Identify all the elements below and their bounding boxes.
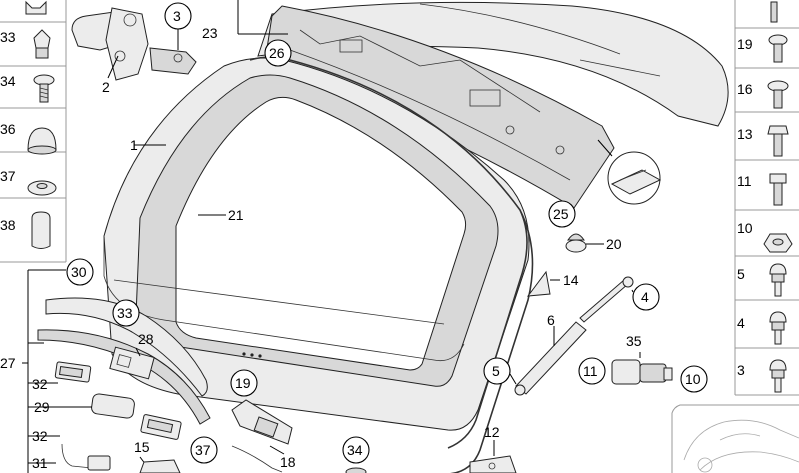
right-label-13: 13 [737, 126, 753, 142]
bowden-cable [231, 445, 283, 473]
svg-text:4: 4 [641, 289, 649, 305]
right-label-3: 3 [737, 362, 745, 378]
vehicle-thumbnail [671, 404, 799, 473]
nut-icon [763, 233, 793, 253]
right-label-19: 19 [737, 36, 753, 52]
callout-31: 31 [32, 455, 48, 471]
seal-detail [597, 139, 662, 205]
release-button [91, 393, 135, 419]
callout-29: 29 [34, 399, 50, 415]
callout-1: 1 [130, 137, 138, 153]
grommet-icon [27, 180, 57, 196]
callout-2: 2 [102, 79, 110, 95]
svg-text:3: 3 [173, 8, 181, 24]
svg-text:30: 30 [71, 264, 87, 280]
right-label-10: 10 [737, 220, 753, 236]
callout-circle-5: 5 [483, 357, 511, 385]
stud-icon [769, 263, 787, 297]
svg-text:11: 11 [583, 363, 598, 379]
callout-15: 15 [134, 439, 150, 455]
left-label-38: 38 [0, 217, 16, 233]
svg-text:26: 26 [269, 45, 285, 61]
callout-32b: 32 [32, 428, 48, 444]
callout-14: 14 [563, 272, 579, 288]
ball-socket [611, 359, 673, 385]
callout-32a: 32 [32, 376, 48, 392]
svg-text:33: 33 [117, 305, 133, 321]
lower-bracket [469, 455, 517, 473]
tailgate-frame [103, 57, 530, 431]
bolt-icon [767, 80, 789, 109]
bolt-icon [767, 125, 789, 157]
stud-icon [769, 359, 787, 393]
inner-trim-panel [263, 5, 615, 209]
bolt-icon [768, 34, 788, 63]
callout-circle-34: 34 [342, 436, 370, 464]
right-parts-column: 19 16 13 11 10 5 4 [734, 0, 799, 396]
callout-circle-37: 37 [190, 436, 218, 464]
right-label-4: 4 [737, 315, 745, 331]
stud-icon [769, 311, 787, 345]
wiring-connector [61, 443, 111, 471]
right-label-5: 5 [737, 266, 745, 282]
callout-23: 23 [202, 25, 218, 41]
right-label-16: 16 [737, 81, 753, 97]
callout-circle-10b: 10 [680, 365, 708, 393]
left-label-34: 34 [0, 73, 16, 89]
right-label-11: 11 [737, 173, 752, 189]
screw-icon [33, 74, 55, 103]
switch-part [139, 459, 181, 473]
svg-text:37: 37 [195, 442, 211, 458]
callout-27: 27 [0, 355, 16, 371]
svg-text:5: 5 [492, 363, 500, 379]
buffer-part [565, 233, 587, 253]
svg-text:34: 34 [347, 442, 363, 458]
callout-circle-26: 26 [264, 39, 292, 67]
callout-6: 6 [547, 312, 555, 328]
svg-text:25: 25 [553, 206, 569, 222]
callout-20: 20 [606, 236, 622, 252]
bolt-icon [769, 173, 787, 206]
callout-circle-33: 33 [112, 299, 140, 327]
svg-text:10: 10 [685, 371, 701, 387]
left-parts-column: 33 34 36 37 38 [0, 0, 67, 263]
plug-icon [31, 211, 51, 249]
callout-circle-25: 25 [548, 200, 576, 228]
callout-21: 21 [228, 207, 244, 223]
left-label-36: 36 [0, 121, 16, 137]
gas-strut [514, 276, 634, 396]
callout-35: 35 [626, 333, 642, 349]
hinge-assembly [71, 7, 197, 81]
plate-lamp-right [140, 414, 182, 440]
callout-circle-19: 19 [230, 369, 258, 397]
callout-18: 18 [280, 454, 296, 470]
callout-circle-11b: 11 [578, 357, 606, 385]
plate-lamp-left [54, 361, 92, 383]
callout-28: 28 [138, 331, 154, 347]
cap-icon [27, 127, 57, 155]
lock-actuator [231, 399, 293, 445]
callout-circle-30: 30 [66, 258, 94, 286]
clip-icon [33, 29, 51, 59]
callout-circle-3: 3 [164, 2, 192, 30]
left-label-33: 33 [0, 29, 16, 45]
svg-text:19: 19 [235, 375, 251, 391]
callout-circle-4: 4 [632, 283, 660, 311]
left-label-37: 37 [0, 168, 16, 184]
callout-12: 12 [484, 424, 500, 440]
cover-piece [526, 270, 551, 297]
fastener-partial [345, 467, 367, 473]
